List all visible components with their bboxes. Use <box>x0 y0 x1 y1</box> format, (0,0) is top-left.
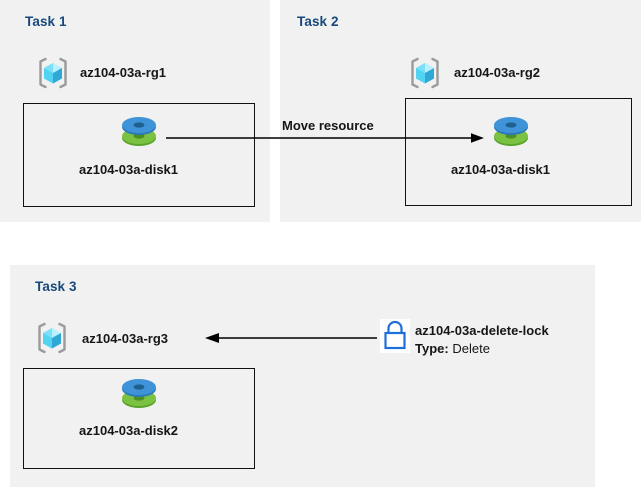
task-2-resource-label: az104-03a-disk1 <box>451 162 551 177</box>
task-3-resource-label: az104-03a-disk2 <box>79 423 179 438</box>
managed-disk-icon <box>490 113 532 153</box>
lock-icon <box>380 319 410 353</box>
delete-lock-type-label: Type: Delete <box>415 341 490 356</box>
task-2-resource-group-label: az104-03a-rg2 <box>454 65 540 80</box>
task-3-title: Task 3 <box>35 279 77 294</box>
managed-disk-icon <box>118 113 160 153</box>
move-resource-arrow <box>166 130 486 146</box>
resource-group-icon <box>408 56 442 90</box>
task-2-title: Task 2 <box>297 14 339 29</box>
resource-group-icon <box>35 321 69 355</box>
managed-disk-icon <box>118 375 160 415</box>
task-1-resource-label: az104-03a-disk1 <box>79 162 179 177</box>
delete-lock-arrow <box>205 330 377 346</box>
delete-lock-type-value: Delete <box>452 341 490 356</box>
task-1-resource-group-label: az104-03a-rg1 <box>80 65 166 80</box>
move-resource-label: Move resource <box>282 118 374 133</box>
resource-group-icon <box>36 56 70 90</box>
delete-lock-name-label: az104-03a-delete-lock <box>415 323 549 338</box>
task-2-resource-box <box>405 98 632 206</box>
delete-lock-type-key: Type: <box>415 341 449 356</box>
task-1-title: Task 1 <box>25 14 67 29</box>
task-3-resource-group-label: az104-03a-rg3 <box>82 331 168 346</box>
